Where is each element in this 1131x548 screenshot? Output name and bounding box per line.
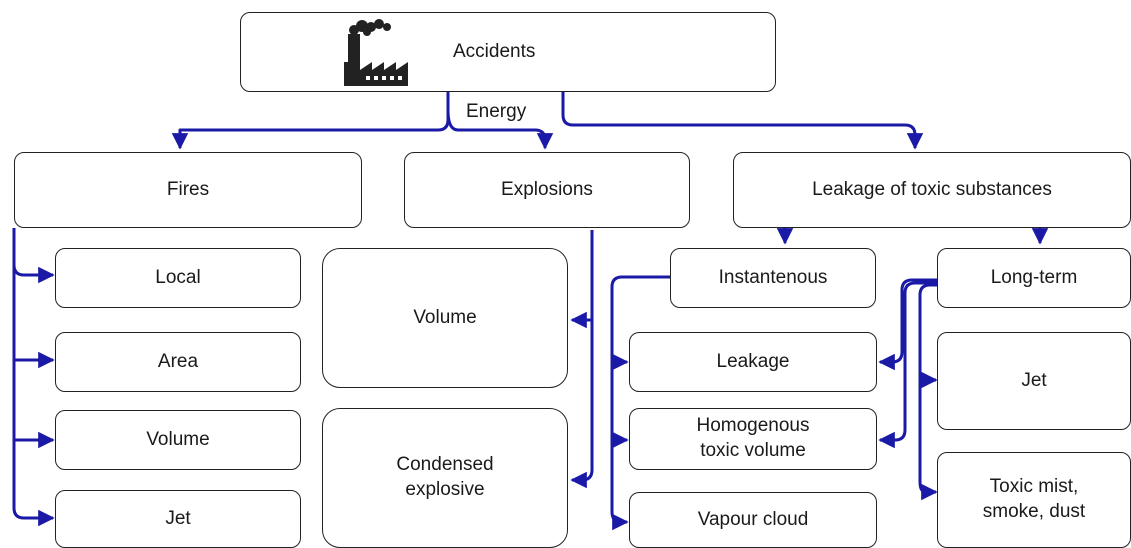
factory-icon [344,19,408,86]
arrow-longterm-jet [918,283,938,389]
arrow-accidents-fires [171,92,450,150]
arrow-longterm-toxic [918,380,938,501]
arrow-longterm-leakage [878,278,937,371]
arrow-fires-local [12,228,55,284]
explosion-condensed-label: Condensed explosive [396,454,494,500]
arrow-accidents-explosions [446,109,554,150]
fire-local-label: Local [155,266,201,288]
homogenous-node: Homogenous toxic volume [629,408,877,470]
long-term-node: Long-term [937,248,1131,308]
leakage-item-label: Leakage [716,350,790,372]
accidents-node: Accidents [240,12,776,92]
instantaneous-node: Instantenous [670,248,876,308]
explosion-volume-node: Volume [322,248,568,388]
toxic-mist-label: Toxic mist, smoke, dust [982,476,1086,522]
leakage-node: Leakage of toxic substances [733,152,1131,228]
energy-label: Energy [462,101,531,123]
fire-volume-node: Volume [55,410,301,470]
instantaneous-label: Instantenous [718,266,828,288]
vapour-cloud-label: Vapour cloud [697,508,809,530]
accidents-label: Accidents [453,40,536,62]
fire-jet-label: Jet [165,507,191,529]
arrow-accidents-leakage [561,92,924,150]
fire-area-label: Area [157,350,199,372]
explosions-label: Explosions [501,178,593,200]
arrow-explosions-volume [570,230,594,329]
arrow-fires-area [12,228,55,369]
vapour-cloud-node: Vapour cloud [629,492,877,548]
arrow-instant-homogenous [610,362,629,449]
fire-area-node: Area [55,332,301,392]
arrow-explosions-condensed [570,320,594,489]
arrow-fires-jet [12,228,55,527]
fire-jet-node: Jet [55,490,301,548]
fire-volume-label: Volume [146,428,210,450]
leakage-item-node: Leakage [629,332,877,392]
arrow-instant-leakage [610,275,670,371]
explosion-volume-label: Volume [413,306,477,328]
fires-node: Fires [14,152,362,228]
explosions-node: Explosions [404,152,690,228]
leakage-label: Leakage of toxic substances [812,178,1052,200]
arrow-longterm-homogenous [878,281,937,449]
fire-local-node: Local [55,248,301,308]
homogenous-label: Homogenous toxic volume [696,415,810,461]
arrow-instant-vapour [610,440,629,531]
jet-node: Jet [937,332,1131,430]
long-term-label: Long-term [990,266,1078,288]
jet-label: Jet [1021,369,1047,391]
arrow-fires-volume [12,228,55,449]
explosion-condensed-node: Condensed explosive [322,408,568,548]
toxic-mist-node: Toxic mist, smoke, dust [937,452,1131,548]
fires-label: Fires [166,178,210,200]
